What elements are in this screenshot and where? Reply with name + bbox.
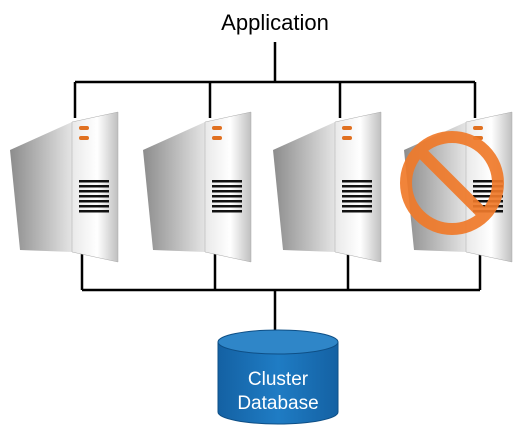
server-side-panel: [10, 122, 72, 252]
database-body: [217, 341, 339, 425]
server-vent-icon: [342, 180, 372, 213]
server-2: [143, 111, 252, 263]
server-led: [473, 126, 483, 130]
server-vent-icon: [212, 180, 242, 213]
server-led: [79, 126, 89, 130]
server-led: [342, 126, 352, 130]
server-side-panel: [273, 122, 335, 252]
connector-lines: [73, 42, 482, 332]
server-led: [212, 126, 222, 130]
server-vent-icon: [79, 180, 109, 213]
cluster-database-label: Cluster Database: [218, 368, 338, 416]
server-side-panel: [143, 122, 205, 252]
application-label: Application: [221, 10, 329, 35]
server-led: [79, 136, 89, 140]
cluster-database-icon: [217, 329, 339, 425]
server-led: [342, 136, 352, 140]
server-led: [212, 136, 222, 140]
server-3: [273, 111, 382, 263]
database-label-line1: Cluster: [247, 369, 309, 390]
database-label-line2: Database: [237, 393, 319, 414]
server-1: [10, 111, 119, 263]
prohibited-icon: [400, 131, 504, 235]
database-top: [217, 329, 339, 355]
